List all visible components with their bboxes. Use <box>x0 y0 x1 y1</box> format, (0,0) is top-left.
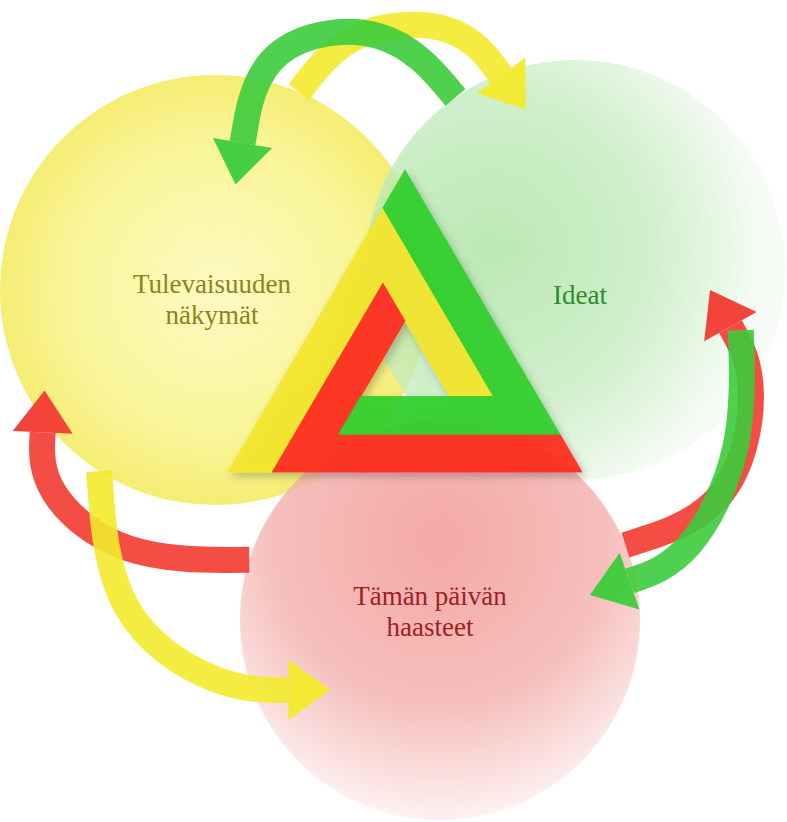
circle-fill <box>0 75 430 505</box>
circle-node: Tämän päivän haasteet <box>240 420 640 820</box>
circle-node: Ideat <box>365 60 785 480</box>
circle-fill <box>365 60 785 480</box>
circle-label: Tämän päivän haasteet <box>325 581 535 643</box>
circle-fill <box>240 420 640 820</box>
circle-shape <box>365 60 785 480</box>
circle-label: Tulevaisuuden näkymät <box>107 269 317 331</box>
circle-node: Tulevaisuuden näkymät <box>0 75 430 505</box>
circle-label: Ideat <box>475 280 685 311</box>
